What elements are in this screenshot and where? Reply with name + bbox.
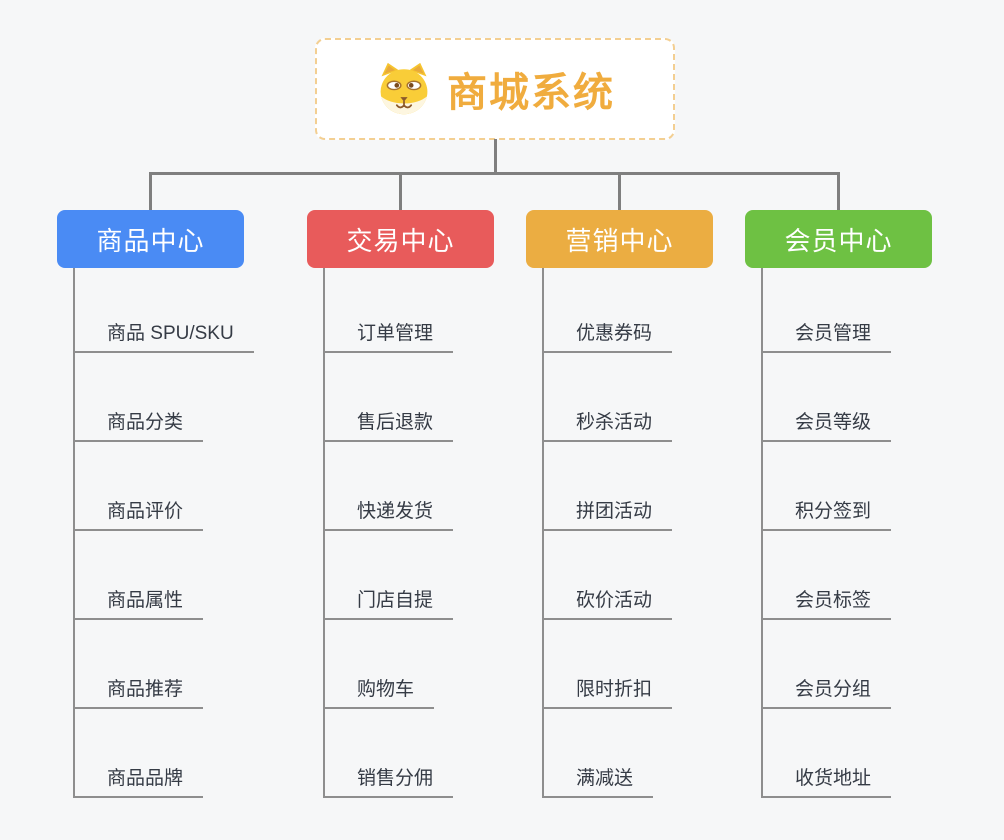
branch-node[interactable]: 会员中心 xyxy=(745,210,932,268)
leaf-node[interactable]: 会员分组 xyxy=(763,620,892,709)
connector-horizontal xyxy=(149,172,840,175)
root-node-mall-system[interactable]: 商城系统 xyxy=(315,38,675,140)
leaf-node[interactable]: 订单管理 xyxy=(325,268,454,353)
leaf-node[interactable]: 销售分佣 xyxy=(325,709,454,798)
leaf-node[interactable]: 商品品牌 xyxy=(75,709,204,798)
branch-member-center: 会员中心 会员管理 会员等级 积分签到 会员标签 会员分组 收货地址 xyxy=(745,210,1004,798)
branch-node[interactable]: 营销中心 xyxy=(526,210,713,268)
leaf-node[interactable]: 售后退款 xyxy=(325,353,454,442)
branch-product-center: 商品中心 商品 SPU/SKU 商品分类 商品评价 商品属性 商品推荐 商品品牌 xyxy=(57,210,317,798)
leaf-node[interactable]: 门店自提 xyxy=(325,531,454,620)
leaf-node[interactable]: 商品属性 xyxy=(75,531,204,620)
connector-drop-2 xyxy=(399,174,402,211)
leaf-node[interactable]: 秒杀活动 xyxy=(544,353,673,442)
leaf-node[interactable]: 拼团活动 xyxy=(544,442,673,531)
leaf-node[interactable]: 限时折扣 xyxy=(544,620,673,709)
connector-drop-3 xyxy=(618,174,621,211)
branch-children: 商品 SPU/SKU 商品分类 商品评价 商品属性 商品推荐 商品品牌 xyxy=(73,268,317,798)
branch-children: 订单管理 售后退款 快递发货 门店自提 购物车 销售分佣 xyxy=(323,268,567,798)
leaf-node[interactable]: 商品推荐 xyxy=(75,620,204,709)
leaf-node[interactable]: 购物车 xyxy=(325,620,435,709)
branch-children: 会员管理 会员等级 积分签到 会员标签 会员分组 收货地址 xyxy=(761,268,1004,798)
branch-node[interactable]: 商品中心 xyxy=(57,210,244,268)
branch-node[interactable]: 交易中心 xyxy=(307,210,494,268)
leaf-node[interactable]: 优惠券码 xyxy=(544,268,673,353)
leaf-node[interactable]: 满减送 xyxy=(544,709,654,798)
leaf-node[interactable]: 商品分类 xyxy=(75,353,204,442)
root-title: 商城系统 xyxy=(447,71,615,115)
leaf-node[interactable]: 会员等级 xyxy=(763,353,892,442)
branch-marketing-center: 营销中心 优惠券码 秒杀活动 拼团活动 砍价活动 限时折扣 满减送 xyxy=(526,210,786,798)
connector-drop-4 xyxy=(837,174,840,211)
branch-trade-center: 交易中心 订单管理 售后退款 快递发货 门店自提 购物车 销售分佣 xyxy=(307,210,567,798)
branch-children: 优惠券码 秒杀活动 拼团活动 砍价活动 限时折扣 满减送 xyxy=(542,268,786,798)
leaf-node[interactable]: 积分签到 xyxy=(763,442,892,531)
leaf-node[interactable]: 商品 SPU/SKU xyxy=(75,268,254,353)
leaf-node[interactable]: 砍价活动 xyxy=(544,531,673,620)
leaf-node[interactable]: 收货地址 xyxy=(763,709,892,798)
dog-face-icon xyxy=(380,62,428,115)
connector-root-stem xyxy=(494,139,497,173)
connector-drop-1 xyxy=(149,174,152,211)
leaf-node[interactable]: 商品评价 xyxy=(75,442,204,531)
leaf-node[interactable]: 会员管理 xyxy=(763,268,892,353)
leaf-node[interactable]: 快递发货 xyxy=(325,442,454,531)
leaf-node[interactable]: 会员标签 xyxy=(763,531,892,620)
